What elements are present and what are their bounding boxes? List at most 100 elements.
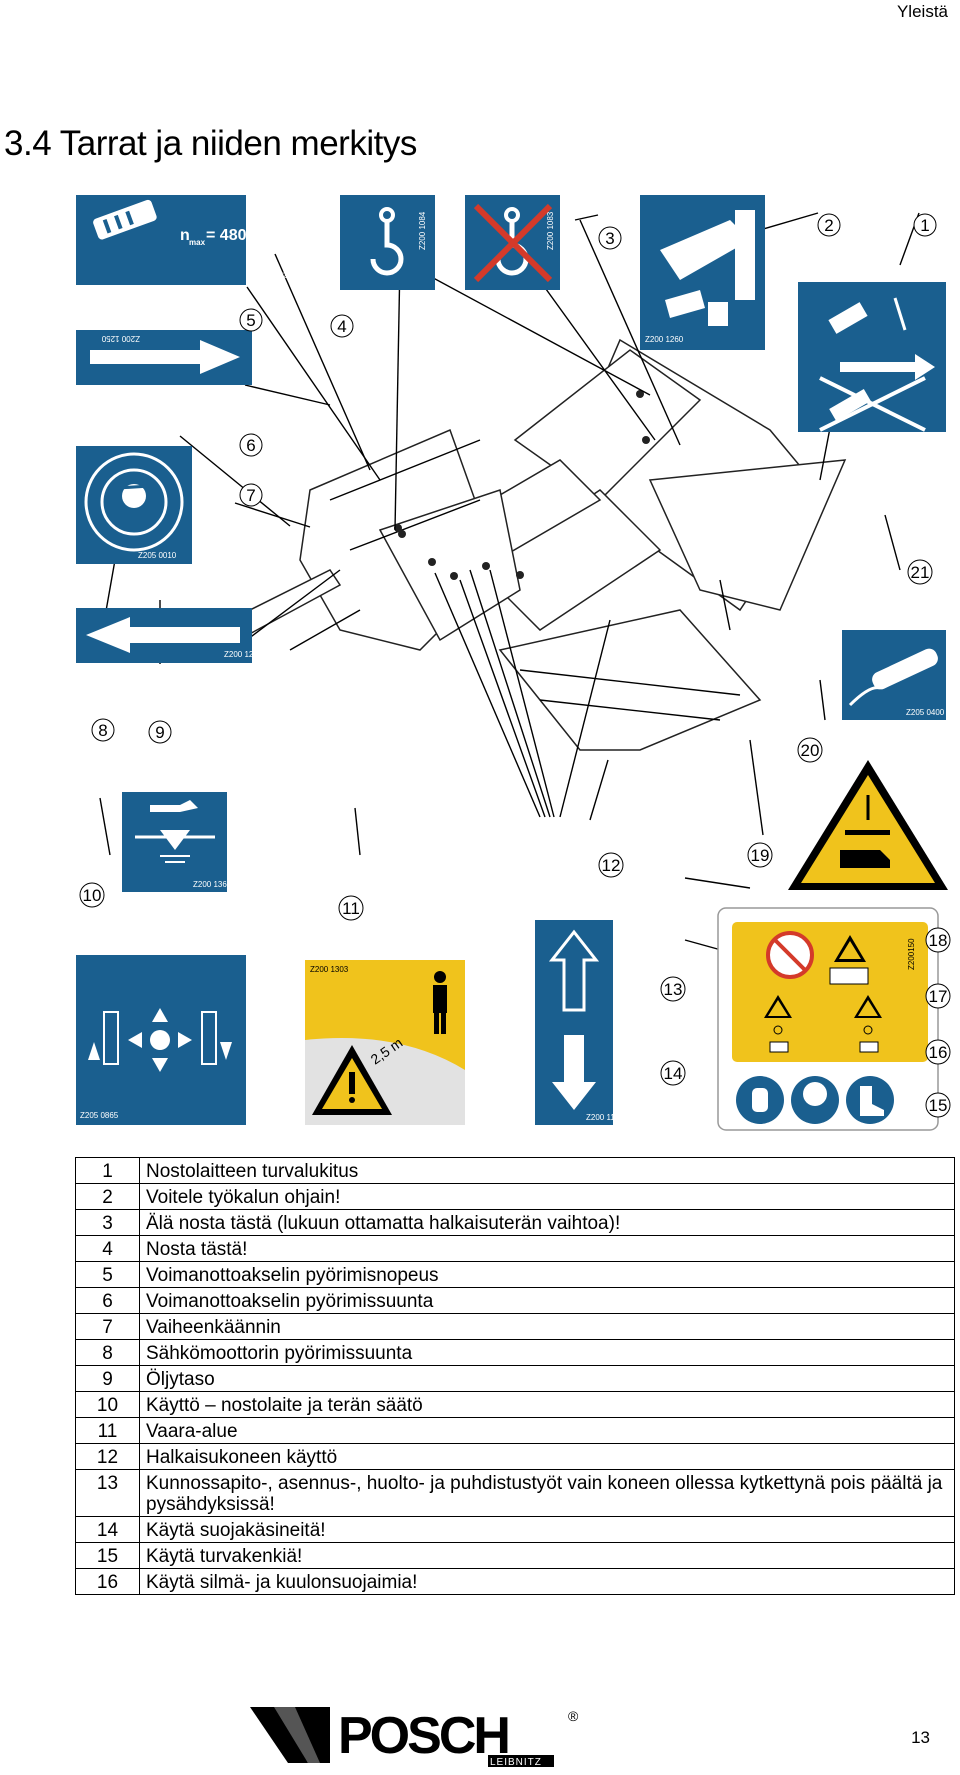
callout-15: 15 — [925, 1092, 951, 1118]
decal-code: Z200 1084 — [418, 211, 427, 250]
decal-crush-warning — [788, 760, 948, 890]
legend-number: 11 — [75, 1417, 140, 1444]
callout-1: 1 — [913, 213, 937, 237]
svg-text:16: 16 — [929, 1043, 948, 1062]
callout-4: 4 — [330, 314, 354, 338]
svg-text:18: 18 — [929, 931, 948, 950]
decal-code: Z205 0865 — [80, 1111, 119, 1120]
decal-code: Z205 0400 — [906, 708, 945, 717]
machine-drawing — [204, 338, 847, 751]
legend-number: 10 — [75, 1391, 140, 1418]
callout-20: 20 — [797, 737, 823, 763]
legend-text: Vaara-alue — [139, 1417, 955, 1444]
callout-5: 5 — [239, 308, 263, 332]
legend-text: Käytä silmä- ja kuulonsuojaimia! — [139, 1568, 955, 1595]
decal-figure: .cn { font-family: "Liberation Sans", sa… — [0, 190, 960, 1140]
decal-motor-direction: Z200 1230 — [76, 608, 263, 663]
decal-grease: Z205 0400 — [842, 630, 946, 720]
callout-2: 2 — [817, 213, 841, 237]
callout-3: 3 — [598, 226, 622, 250]
callout-17: 17 — [925, 983, 951, 1009]
decal-code: Z200 1260 — [645, 335, 684, 344]
callout-8: 8 — [91, 718, 115, 742]
legend-text: Halkaisukoneen käyttö — [139, 1443, 955, 1470]
legend-number: 9 — [75, 1365, 140, 1392]
legend-number: 15 — [75, 1542, 140, 1569]
decal-lift-here: Z200 1084 — [340, 195, 435, 290]
legend-number: 7 — [75, 1313, 140, 1340]
callout-10: 10 — [79, 882, 105, 908]
callout-6: 6 — [239, 433, 263, 457]
callout-16: 16 — [925, 1039, 951, 1065]
svg-text:7: 7 — [246, 486, 255, 505]
callout-21: 21 — [907, 559, 933, 585]
legend-number: 13 — [75, 1469, 140, 1517]
svg-text:8: 8 — [98, 721, 107, 740]
callouts: 1 2 3 4 5 6 7 8 9 10 11 12 13 14 15 16 1… — [79, 213, 951, 1118]
decal-no-lift: Z200 1083 — [465, 195, 560, 290]
decal-operation: Z200 1150 — [535, 920, 624, 1125]
legend-number: 14 — [75, 1516, 140, 1543]
svg-text:12: 12 — [602, 856, 621, 875]
legend-text: Nosta tästä! — [139, 1235, 955, 1262]
decal-code: Z200 1152 — [278, 271, 316, 280]
decal-safety-lock — [798, 282, 946, 432]
decal-phase-switch: Z205 0010 — [76, 446, 192, 564]
logo-registered: ® — [568, 1708, 579, 1724]
legend-number: 4 — [75, 1235, 140, 1262]
callout-18: 18 — [925, 927, 951, 953]
decal-code: Z200 1360 — [193, 880, 232, 889]
legend-text: Öljytaso — [139, 1365, 955, 1392]
decal-combined-safety: Z200150 — [717, 907, 939, 1131]
legend-number: 3 — [75, 1209, 140, 1236]
callout-13: 13 — [660, 976, 686, 1002]
legend-number: 5 — [75, 1261, 140, 1288]
page-title: 3.4 Tarrat ja niiden merkitys — [4, 124, 417, 163]
callout-19: 19 — [747, 842, 773, 868]
svg-text:1: 1 — [920, 216, 929, 235]
decal-controls: Z205 0865 — [76, 955, 246, 1125]
legend-text: Kunnossapito-, asennus-, huolto- ja puhd… — [139, 1469, 955, 1517]
speed-value: = 480 min — [206, 227, 279, 244]
legend-number: 8 — [75, 1339, 140, 1366]
decal-code: Z200 1230 — [224, 650, 263, 659]
svg-text:19: 19 — [751, 846, 770, 865]
legend-text: Käytä suojakäsineitä! — [139, 1516, 955, 1543]
svg-text:15: 15 — [929, 1096, 948, 1115]
decal-oil-level: Z200 1360 — [122, 792, 232, 892]
decal-danger-zone: Z200 1303 2,5 m — [305, 960, 465, 1125]
svg-text:13: 13 — [664, 980, 683, 999]
legend-number: 2 — [75, 1183, 140, 1210]
callout-12: 12 — [598, 852, 624, 878]
legend-number: 6 — [75, 1287, 140, 1314]
legend-text: Käytä turvakenkiä! — [139, 1542, 955, 1569]
svg-text:4: 4 — [337, 317, 346, 336]
legend-text: Vaiheenkäännin — [139, 1313, 955, 1340]
legend-text: Käyttö – nostolaite ja terän säätö — [139, 1391, 955, 1418]
legend-text: Nostolaitteen turvalukitus — [139, 1157, 955, 1184]
decal-code: Z200 1303 — [310, 965, 349, 974]
decal-pto-direction: Z200 1250 — [76, 330, 252, 385]
speed-sub: max — [189, 238, 206, 247]
callout-7: 7 — [239, 483, 263, 507]
section-header: Yleistä — [896, 2, 948, 21]
page-number: 13 — [911, 1728, 930, 1747]
svg-text:3: 3 — [605, 229, 614, 248]
decal-code: Z200 1250 — [101, 334, 140, 343]
svg-text:6: 6 — [246, 436, 255, 455]
svg-text:9: 9 — [155, 723, 164, 742]
